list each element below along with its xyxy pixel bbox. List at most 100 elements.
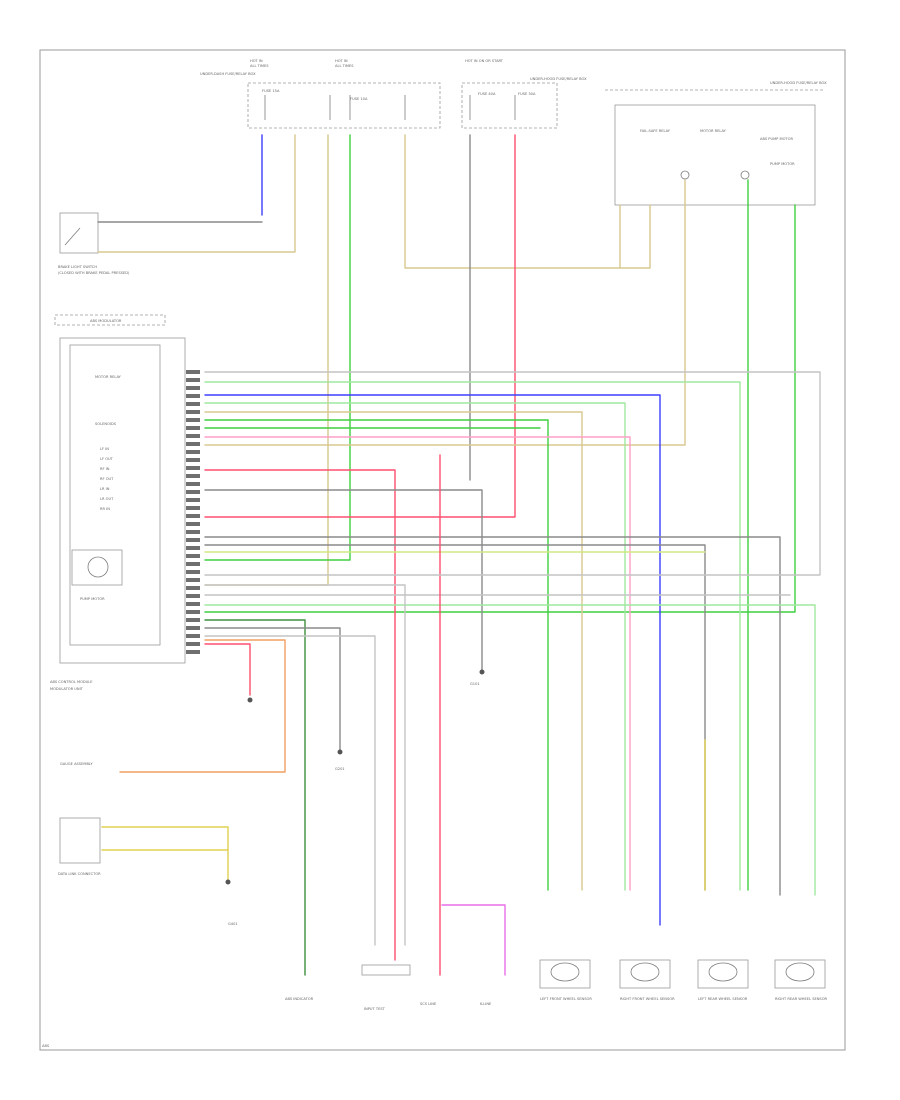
brake-switch-label-b: (CLOSED WITH BRAKE PEDAL PRESSED): [58, 271, 130, 275]
abs-modulator-block: ABS MODULATOR MOTOR RELAY SOLENOIDS LF I…: [50, 314, 186, 691]
connector-pin: [186, 442, 200, 446]
wire-tan-1: [97, 134, 296, 253]
wire-red-29: [204, 643, 251, 696]
fuse-run-label: HOT IN ON OR START: [465, 59, 504, 63]
wire-lightgreen-12: [204, 381, 741, 891]
sol-3: RF IN: [100, 467, 110, 471]
connector-pin: [186, 570, 200, 574]
connector-pin: [186, 498, 200, 502]
wire-gray-27: [204, 627, 341, 751]
ground-g101: G101: [470, 682, 480, 686]
fuse-label-1c: HOT IN: [335, 59, 348, 63]
bottom-label-2: INPUT TEST: [364, 1007, 386, 1011]
relay-4-label: PUMP MOTOR: [770, 162, 795, 166]
ground-g401: G401: [228, 922, 238, 926]
sol-4: RF OUT: [100, 477, 114, 481]
connector-pin: [186, 466, 200, 470]
motor-relay-label: MOTOR RELAY: [95, 375, 122, 379]
fuse-label-1d: ALL TIMES: [335, 64, 354, 68]
wire-red-19: [204, 469, 396, 961]
connector-pin: [186, 602, 200, 606]
gauge-assembly: GAUGE ASSEMBLY: [60, 762, 93, 766]
connector-pin: [186, 650, 200, 654]
connector-pin: [186, 394, 200, 398]
sol-6: LR OUT: [100, 497, 114, 501]
connector-pin-strip: [186, 370, 200, 654]
connector-pin: [186, 378, 200, 382]
connector-pin: [186, 474, 200, 478]
wire-darkgreen-26: [204, 619, 306, 976]
connector-pin: [186, 586, 200, 590]
fuse-2a: FUSE 15A: [262, 89, 280, 93]
wheel-1-label: LEFT FRONT WHEEL SENSOR: [540, 997, 592, 1001]
fuse-3a: FUSE 40A: [478, 92, 496, 96]
sol-2: LF OUT: [100, 457, 114, 461]
fuse-box-left: HOT IN ALL TIMES HOT IN ALL TIMES UNDER-…: [200, 59, 441, 129]
connector-pin: [186, 610, 200, 614]
ground-3-label: G101: [470, 682, 480, 686]
brake-light-switch: BRAKE LIGHT SWITCH (CLOSED WITH BRAKE PE…: [58, 212, 130, 275]
wheel-2-label: RIGHT FRONT WHEEL SENSOR: [620, 997, 675, 1001]
wires: [97, 134, 821, 976]
connector-pin: [186, 594, 200, 598]
connector-pin: [186, 522, 200, 526]
wire-red-7: [204, 134, 516, 518]
ground-symbol-1: [337, 749, 343, 755]
fuse-box-left-label: UNDER-DASH FUSE/RELAY BOX: [200, 72, 256, 76]
ground-symbol-0: [247, 697, 253, 703]
bottom-label-1: ABS INDICATOR: [285, 997, 314, 1001]
bottom-label-3: SCS LINE: [420, 1002, 437, 1006]
connector-pin: [186, 642, 200, 646]
fuse-3b: FUSE 30A: [518, 92, 536, 96]
fuse-2b: FUSE 10A: [350, 97, 368, 101]
brake-switch-label: BRAKE LIGHT SWITCH: [58, 265, 97, 269]
control-unit-label-b: MODULATOR UNIT: [50, 687, 84, 691]
connector-pin: [186, 562, 200, 566]
ground-g201: G201: [335, 767, 345, 771]
sol-7: RR IN: [100, 507, 110, 511]
connector-pin: [186, 530, 200, 534]
dlc-label: DATA LINK CONNECTOR: [58, 872, 101, 876]
wire-green-4: [204, 134, 351, 561]
wire-green-11: [204, 204, 796, 613]
wheel-3-label: LEFT REAR WHEEL SENSOR: [698, 997, 748, 1001]
wire-pink-18: [204, 436, 631, 891]
fuse-label-1a: HOT IN: [250, 59, 263, 63]
ground-symbol-3: [225, 879, 231, 885]
wire-magenta-32: [441, 904, 506, 976]
wire-green-16: [204, 419, 549, 891]
gauge-label: GAUGE ASSEMBLY: [60, 762, 93, 766]
ground-1-label: G401: [228, 922, 238, 926]
fuse-label-1b: ALL TIMES: [250, 64, 269, 68]
connector-pin: [186, 370, 200, 374]
wire-tan-9: [204, 179, 686, 446]
solenoid-label: SOLENOIDS: [95, 422, 117, 426]
relay-1-label: FAIL-SAFE RELAY: [640, 129, 671, 133]
footer-label: ABS: [42, 1044, 50, 1048]
sol-5: LR IN: [100, 487, 110, 491]
wire-gray-20: [204, 489, 483, 671]
fuse-box-right: HOT IN ON OR START UNDER-HOOD FUSE/RELAY…: [461, 59, 587, 129]
bottom-connector: [361, 964, 411, 976]
connector-pin: [186, 410, 200, 414]
connector-pin: [186, 482, 200, 486]
connector-pin: [186, 578, 200, 582]
relay-box: UNDER-HOOD FUSE/RELAY BOX FAIL-SAFE RELA…: [605, 81, 827, 206]
connector-pin: [186, 418, 200, 422]
relay-box-label: UNDER-HOOD FUSE/RELAY BOX: [770, 81, 827, 85]
sol-1: LF IN: [100, 447, 109, 451]
bottom-label-4: K-LINE: [480, 1002, 492, 1006]
connector-pin: [186, 490, 200, 494]
wire-lightgreen-14: [204, 402, 626, 891]
connector-pin: [186, 634, 200, 638]
wheel-4-label: RIGHT REAR WHEEL SENSOR: [775, 997, 828, 1001]
modulator-label: ABS MODULATOR: [90, 319, 122, 323]
wire-yellow-33: [101, 826, 229, 881]
connector-pin: [186, 546, 200, 550]
fuse-box-right-label: UNDER-HOOD FUSE/RELAY BOX: [530, 77, 587, 81]
connector-pin: [186, 458, 200, 462]
connector-pin: [186, 386, 200, 390]
data-link-connector: DATA LINK CONNECTOR: [58, 817, 101, 876]
ground-2-label: G201: [335, 767, 345, 771]
